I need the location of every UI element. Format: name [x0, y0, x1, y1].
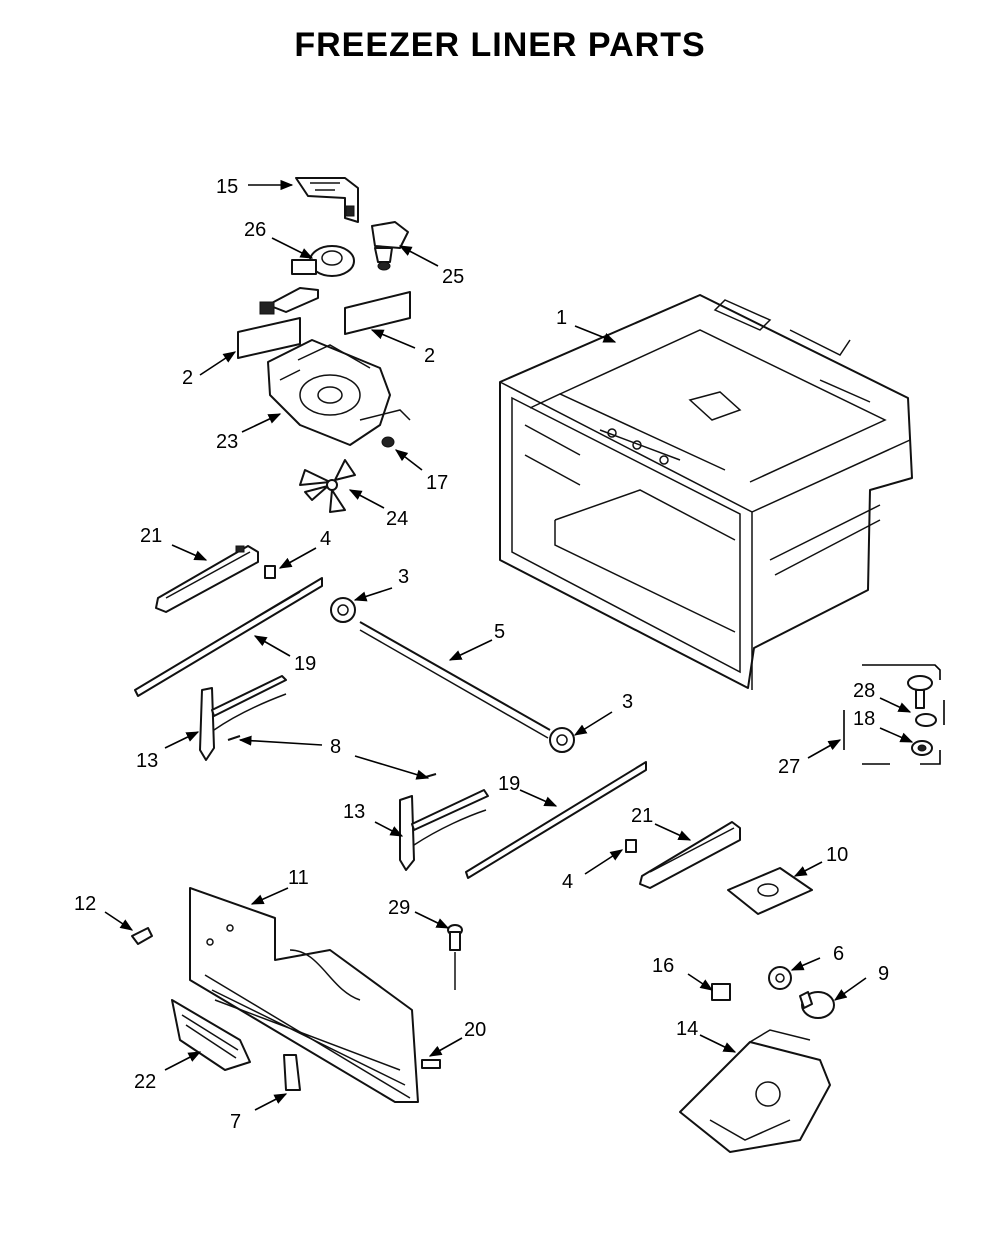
callout-21-lower: 21: [631, 805, 653, 827]
part-gear-upper[interactable]: [330, 597, 356, 623]
part-freezer-liner[interactable]: [499, 294, 913, 690]
part-axle-rod[interactable]: [359, 621, 551, 739]
part-bumper-upper[interactable]: [264, 565, 276, 579]
part-light-socket[interactable]: [768, 966, 792, 990]
part-valve-kit[interactable]: [843, 664, 945, 765]
callout-18: 18: [853, 708, 875, 730]
callout-13-upper: 13: [136, 750, 158, 772]
callout-13-lower: 13: [343, 801, 365, 823]
part-drain-valve[interactable]: [907, 675, 933, 709]
part-washer[interactable]: [911, 740, 933, 756]
part-connector[interactable]: [711, 983, 731, 1001]
callout-25: 25: [442, 266, 464, 288]
callout-2-right: 2: [424, 345, 435, 367]
part-foam-pad-left[interactable]: [237, 317, 301, 359]
part-slide-bracket-upper[interactable]: [199, 675, 287, 761]
part-foam-pad-right[interactable]: [344, 291, 411, 335]
part-fan-blade[interactable]: [299, 459, 356, 513]
callout-2-left: 2: [182, 367, 193, 389]
callout-21-upper: 21: [140, 525, 162, 547]
callout-19-upper: 19: [294, 653, 316, 675]
callout-28: 28: [853, 680, 875, 702]
diagram-title: FREEZER LINER PARTS: [294, 26, 706, 64]
callout-10: 10: [826, 844, 848, 866]
leader-lines: [104, 179, 914, 1111]
part-light-bulb[interactable]: [799, 991, 835, 1019]
part-pin-upper[interactable]: [227, 735, 241, 741]
callout-11: 11: [288, 867, 309, 889]
part-sensor[interactable]: [371, 221, 409, 271]
callout-14: 14: [676, 1018, 698, 1040]
callout-9: 9: [878, 963, 889, 985]
callout-15: 15: [216, 176, 238, 198]
callout-22: 22: [134, 1071, 156, 1093]
part-slide-rail-upper[interactable]: [155, 545, 259, 613]
part-rear-cover[interactable]: [189, 887, 419, 1103]
part-rail-lower[interactable]: [465, 761, 647, 879]
callout-16: 16: [652, 955, 674, 977]
callout-23: 23: [216, 431, 238, 453]
part-fan-motor[interactable]: [259, 245, 355, 315]
part-slide-rail-lower[interactable]: [639, 821, 741, 889]
callout-3-upper: 3: [398, 566, 409, 588]
part-rail-upper[interactable]: [134, 577, 323, 697]
part-screw-12[interactable]: [131, 927, 153, 945]
callout-1: 1: [556, 307, 567, 329]
callout-20: 20: [464, 1019, 486, 1041]
callout-17: 17: [426, 472, 448, 494]
part-label[interactable]: [727, 867, 813, 915]
callout-8: 8: [330, 736, 341, 758]
part-slide-bracket-lower[interactable]: [399, 789, 489, 871]
callout-3-lower: 3: [622, 691, 633, 713]
callout-26: 26: [244, 219, 266, 241]
part-grille[interactable]: [171, 999, 251, 1071]
part-bumper-lower[interactable]: [625, 839, 637, 853]
callout-5: 5: [494, 621, 505, 643]
callout-29: 29: [388, 897, 410, 919]
part-light-housing[interactable]: [679, 1029, 831, 1153]
callout-labels: 15 26 25 2 2 23 17 24 1 21 4 3 5 19 3 13…: [74, 176, 889, 1133]
callout-4-upper: 4: [320, 528, 331, 550]
callout-7: 7: [230, 1111, 241, 1133]
callout-12: 12: [74, 893, 96, 915]
part-o-ring[interactable]: [915, 713, 937, 727]
callout-27: 27: [778, 756, 800, 778]
part-gear-lower[interactable]: [549, 727, 575, 753]
part-thermistor[interactable]: [447, 924, 463, 990]
callout-24: 24: [386, 508, 408, 530]
part-fan-shroud[interactable]: [267, 339, 411, 446]
callout-4-lower: 4: [562, 871, 573, 893]
part-screw-17[interactable]: [381, 436, 395, 448]
part-retainer[interactable]: [421, 1059, 441, 1069]
callout-6: 6: [833, 943, 844, 965]
callout-19-lower: 19: [498, 773, 520, 795]
part-evaporator-bracket[interactable]: [295, 177, 359, 223]
part-clip[interactable]: [283, 1054, 301, 1091]
